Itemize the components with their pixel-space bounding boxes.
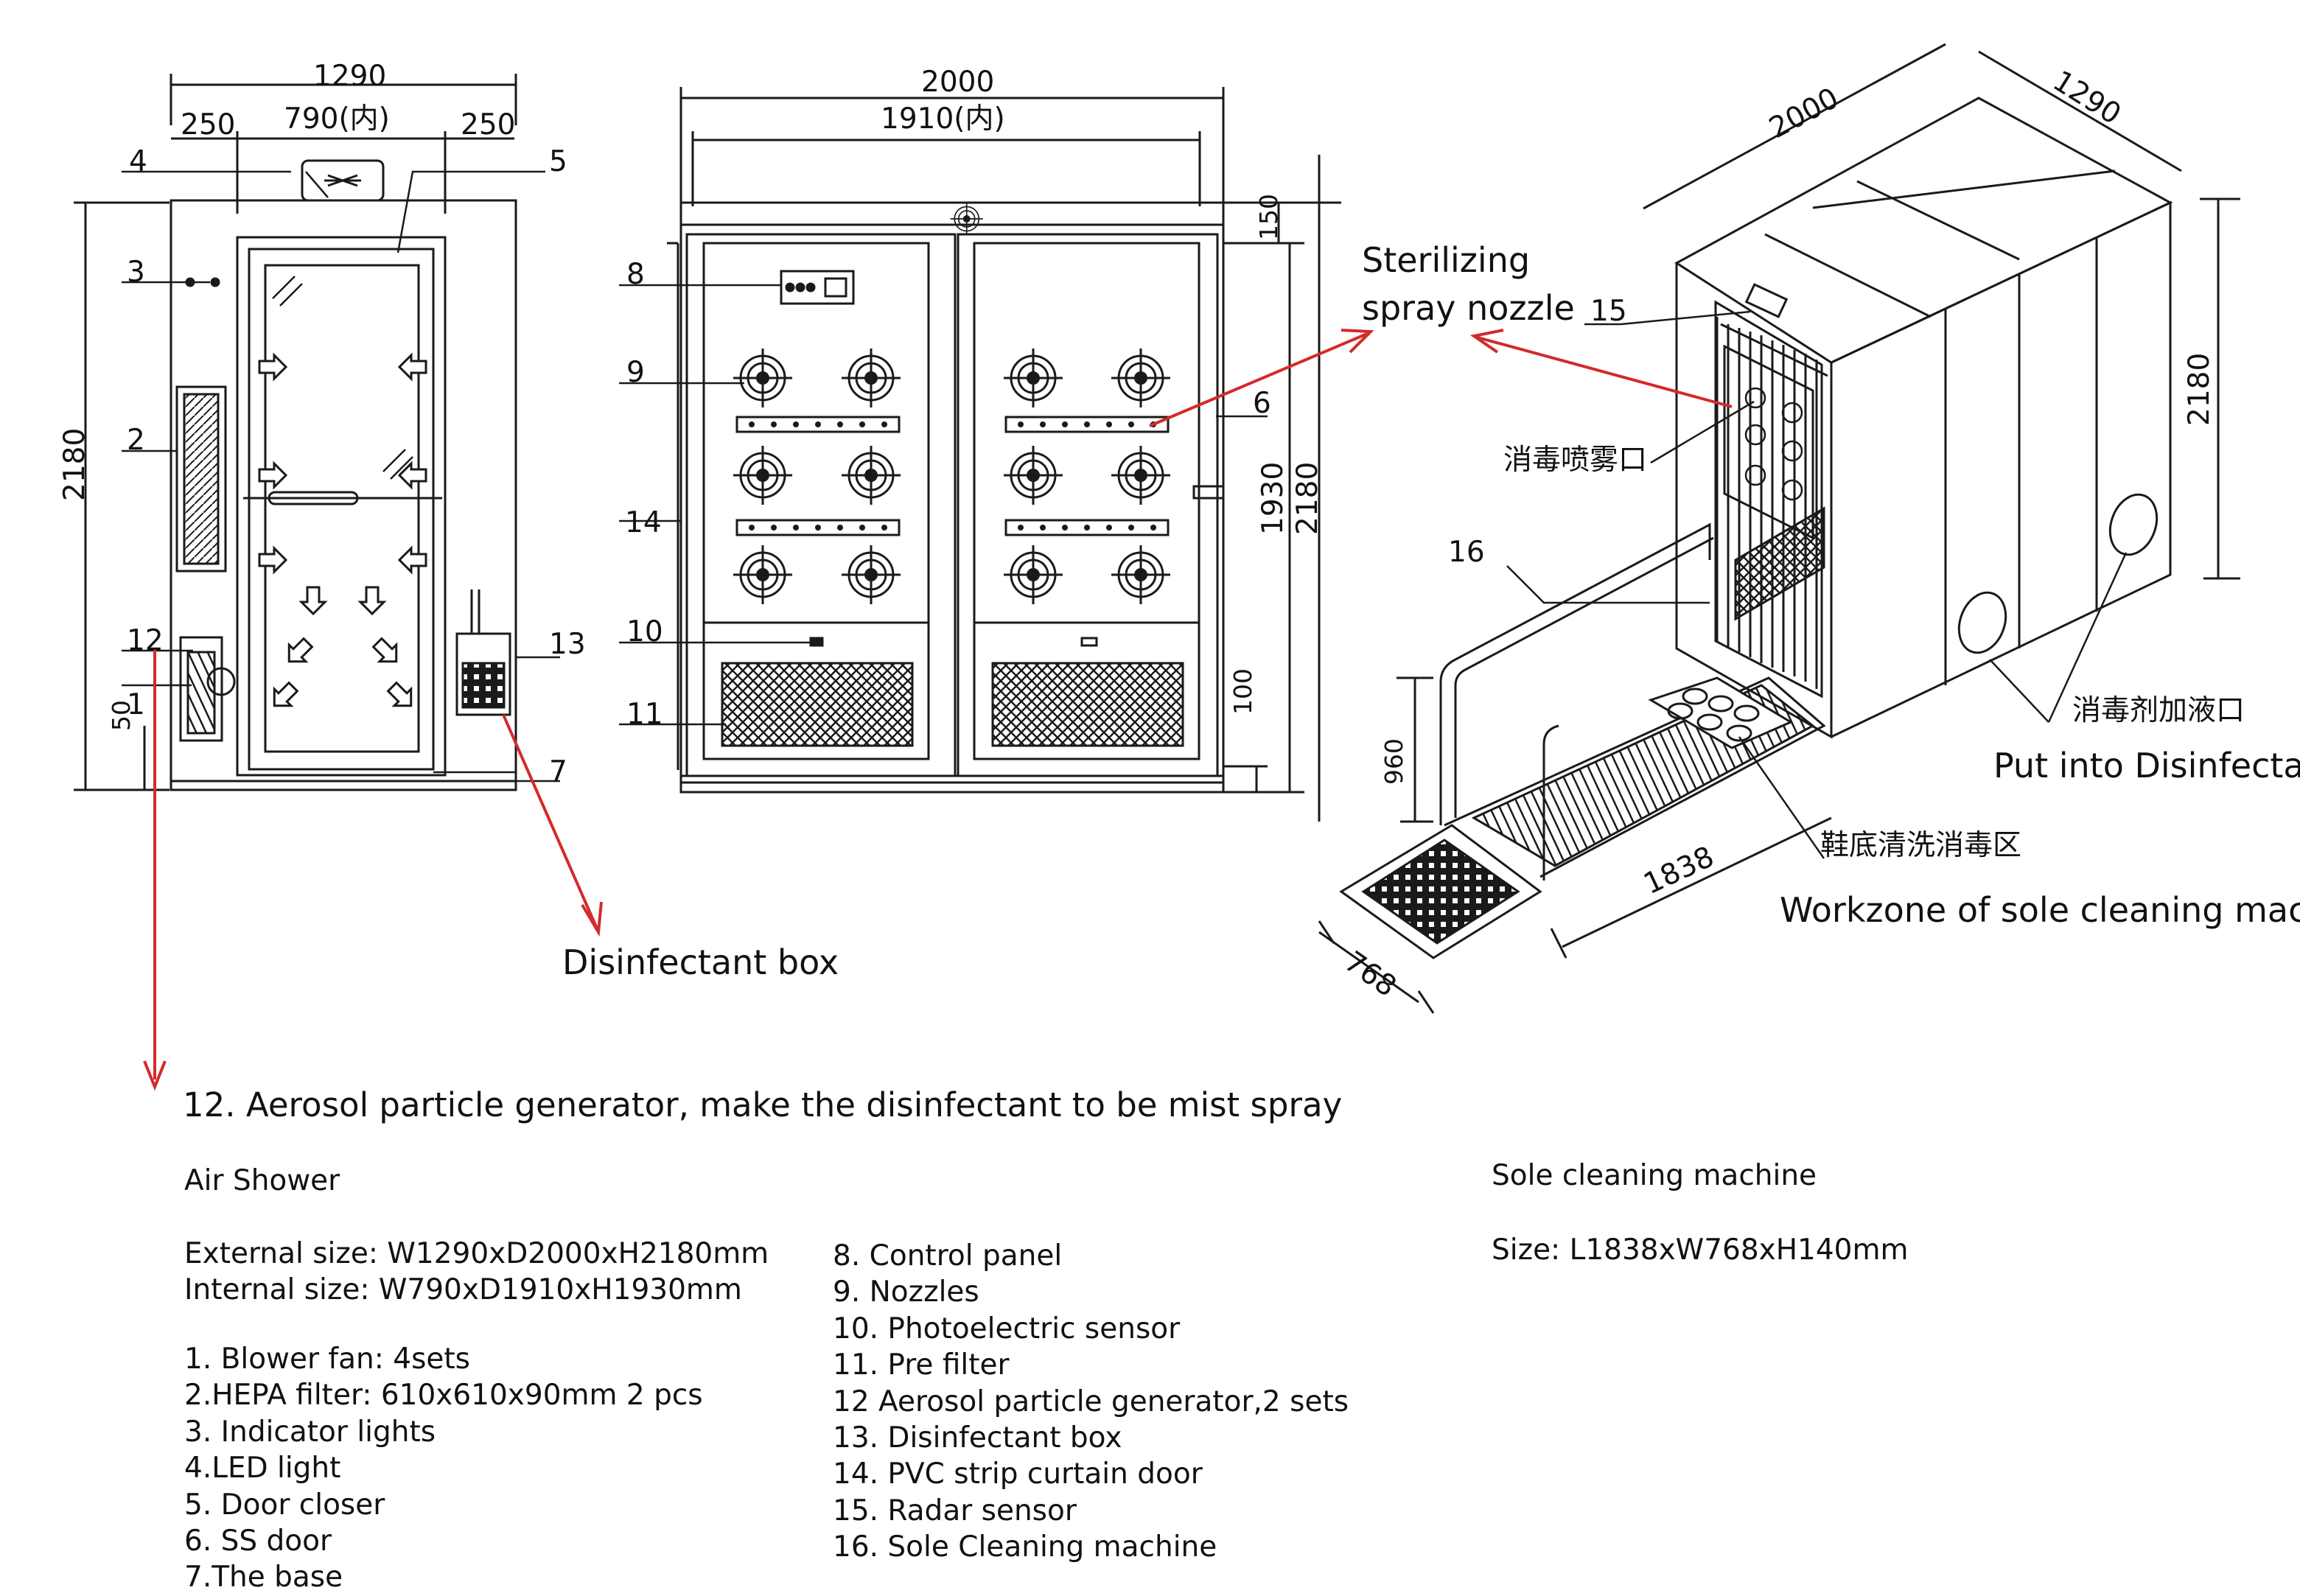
- dim-front-width: 1290: [313, 60, 387, 93]
- note-aerosol: 12. Aerosol particle generator, make the…: [183, 1085, 1343, 1124]
- callout-6: 6: [1253, 387, 1271, 420]
- label-sterilizing-line2: spray nozzle: [1362, 288, 1575, 328]
- dim-side-height: 2180: [1291, 461, 1324, 535]
- label-en-fill: Put into Disinfectant: [1993, 746, 2300, 785]
- callout-7: 7: [549, 755, 567, 788]
- note-sole-title: Sole cleaning machine: [1492, 1159, 1817, 1192]
- list-item: 1. Blower fan: 4sets: [184, 1343, 471, 1376]
- label-disinfectant-box: Disinfectant box: [562, 942, 839, 982]
- label-cn-fill: 消毒剂加液口: [2072, 694, 2245, 727]
- dim-side-inner-height: 1930: [1256, 461, 1290, 535]
- callout-13: 13: [549, 628, 586, 661]
- callout-14: 14: [625, 506, 662, 539]
- label-sterilizing-line1: Sterilizing: [1362, 240, 1531, 280]
- dim-rail-height: 960: [1380, 738, 1408, 785]
- sole-cleaning-machine: [1318, 522, 1832, 1014]
- list-item: 4.LED light: [184, 1452, 341, 1485]
- callout-3: 3: [127, 256, 145, 289]
- callout-1: 1: [127, 688, 145, 721]
- list-item: 11. Pre filter: [833, 1348, 1010, 1382]
- iso-nozzles: [949, 202, 984, 236]
- list-item: 2.HEPA filter: 610x610x90mm 2 pcs: [184, 1379, 703, 1413]
- iso-leaders: [1506, 310, 2128, 859]
- dim-front-side-right: 250: [461, 108, 516, 141]
- callout-11: 11: [626, 698, 663, 731]
- dim-side-top: 150: [1254, 194, 1283, 240]
- dim-side-width: 2000: [921, 66, 995, 99]
- note-internal-size: Internal size: W790xD1910xH1930mm: [184, 1273, 742, 1306]
- list-item: 13. Disinfectant box: [833, 1421, 1122, 1455]
- note-external-size: External size: W1290xD2000xH2180mm: [184, 1237, 769, 1270]
- isometric-view: [1643, 43, 2240, 739]
- callout-15: 15: [1590, 295, 1627, 328]
- callout-9: 9: [626, 356, 645, 389]
- callout-10: 10: [626, 615, 663, 648]
- dim-iso-height: 2180: [2183, 352, 2216, 426]
- note-sole-size: Size: L1838xW768xH140mm: [1492, 1233, 1909, 1267]
- iso-nozzle-circles: [1744, 387, 1803, 501]
- front-view: [74, 74, 560, 791]
- callout-2: 2: [127, 424, 145, 457]
- callout-16: 16: [1448, 536, 1485, 569]
- note-air-shower-title: Air Shower: [184, 1164, 340, 1197]
- list-item: 12 Aerosol particle generator,2 sets: [833, 1385, 1349, 1418]
- list-item: 6. SS door: [184, 1524, 332, 1558]
- parts-list-left: 1. Blower fan: 4sets 2.HEPA filter: 610x…: [184, 1341, 703, 1596]
- list-item: 15. Radar sensor: [833, 1494, 1077, 1527]
- list-item: 7.The base: [184, 1561, 343, 1595]
- nozzle-strip-dots: [749, 421, 1156, 531]
- label-cn-spray: 消毒喷雾口: [1503, 444, 1648, 477]
- dim-front-height: 2180: [58, 427, 91, 501]
- label-en-sole: Workzone of sole cleaning machine: [1780, 890, 2300, 930]
- dim-front-inner: 790(内): [284, 102, 390, 136]
- red-arrows: [143, 329, 1733, 1091]
- list-item: 16. Sole Cleaning machine: [833, 1530, 1217, 1564]
- nozzle-grid: [732, 347, 1172, 606]
- callout-5: 5: [549, 145, 567, 178]
- callout-12: 12: [127, 624, 164, 657]
- list-item: 10. Photoelectric sensor: [833, 1312, 1181, 1345]
- dim-front-side-left: 250: [181, 108, 236, 141]
- list-item: 8. Control panel: [833, 1239, 1063, 1273]
- dim-side-inner: 1910(内): [881, 102, 1005, 136]
- list-item: 5. Door closer: [184, 1488, 385, 1522]
- callout-4: 4: [129, 145, 147, 178]
- label-cn-sole: 鞋底清洗消毒区: [1820, 829, 2022, 862]
- airflow-arrows: [258, 354, 427, 715]
- list-item: 9. Nozzles: [833, 1275, 979, 1309]
- list-item: 14. PVC strip curtain door: [833, 1457, 1203, 1491]
- dim-side-base: 100: [1228, 668, 1257, 715]
- list-item: 3. Indicator lights: [184, 1415, 436, 1449]
- callout-8: 8: [626, 258, 645, 291]
- side-view: [619, 87, 1341, 822]
- parts-list-right: 8. Control panel 9. Nozzles 10. Photoele…: [833, 1238, 1349, 1566]
